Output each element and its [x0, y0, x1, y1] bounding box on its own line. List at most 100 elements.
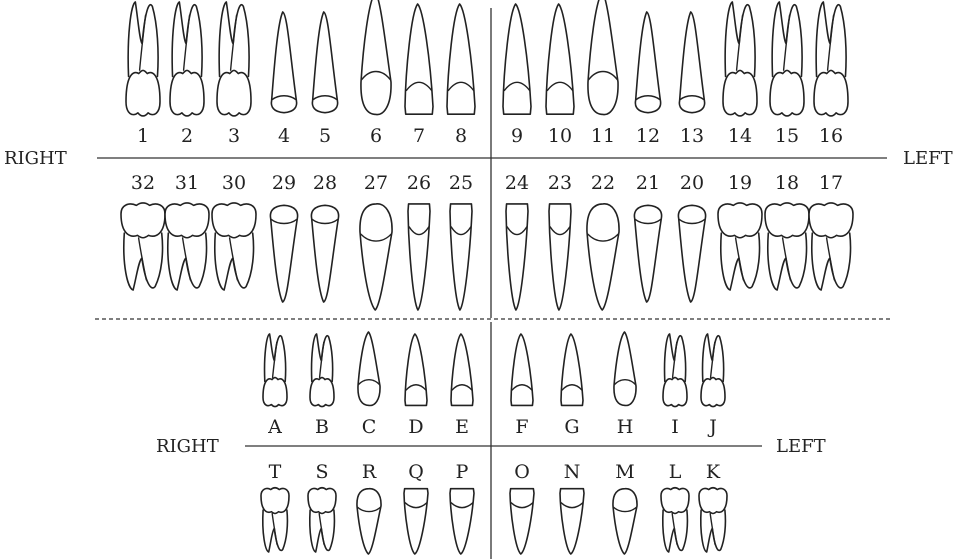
- tooth-C: [358, 332, 380, 405]
- primary-lower-arch: TSRQPONMLK: [261, 461, 727, 554]
- tooth-J: [701, 334, 725, 407]
- tooth-letter-L: L: [669, 461, 682, 483]
- tooth-O: [510, 489, 534, 554]
- tooth-Q: [404, 489, 428, 554]
- tooth-17: [809, 203, 853, 290]
- primary-right-label: RIGHT: [156, 436, 219, 457]
- tooth-23-outline: [549, 204, 571, 310]
- tooth-24: [506, 204, 528, 310]
- tooth-15: [770, 2, 804, 116]
- tooth-27: [360, 204, 392, 310]
- tooth-11: [588, 0, 618, 114]
- tooth-7-outline: [405, 4, 433, 114]
- tooth-G: [561, 334, 583, 405]
- tooth-6: [361, 0, 391, 114]
- tooth-J-crown: [701, 378, 725, 407]
- tooth-number-24: 24: [505, 172, 529, 194]
- tooth-letter-R: R: [362, 461, 377, 483]
- tooth-number-32: 32: [131, 172, 155, 194]
- tooth-M-outline: [613, 489, 637, 554]
- tooth-Q-outline: [404, 489, 428, 554]
- tooth-number-25: 25: [449, 172, 473, 194]
- primary-upper-arch: ABCDEFGHIJ: [263, 332, 725, 438]
- tooth-20-outline: [678, 205, 705, 302]
- tooth-10-outline: [546, 4, 574, 114]
- tooth-S-crown: [308, 488, 336, 514]
- tooth-number-28: 28: [313, 172, 337, 194]
- tooth-19-crown: [718, 203, 762, 238]
- tooth-20: [678, 205, 705, 302]
- tooth-number-15: 15: [775, 125, 799, 147]
- tooth-O-outline: [510, 489, 534, 554]
- tooth-letter-K: K: [706, 461, 721, 483]
- tooth-letter-Q: Q: [408, 461, 424, 483]
- tooth-number-5: 5: [319, 125, 331, 147]
- tooth-number-7: 7: [413, 125, 425, 147]
- tooth-C-outline: [358, 332, 380, 405]
- tooth-30-crown: [212, 203, 256, 238]
- tooth-N-outline: [560, 489, 584, 554]
- tooth-K-crown: [699, 488, 727, 514]
- tooth-number-26: 26: [407, 172, 431, 194]
- tooth-19: [718, 203, 762, 290]
- tooth-letter-C: C: [362, 416, 377, 438]
- tooth-6-outline: [361, 0, 391, 114]
- tooth-M: [613, 489, 637, 554]
- tooth-4: [271, 12, 296, 113]
- tooth-I: [663, 334, 687, 407]
- tooth-N: [560, 489, 584, 554]
- tooth-number-22: 22: [591, 172, 615, 194]
- tooth-5: [312, 12, 337, 113]
- tooth-letter-T: T: [269, 461, 282, 483]
- tooth-E: [451, 334, 473, 405]
- tooth-number-8: 8: [455, 125, 467, 147]
- tooth-G-outline: [561, 334, 583, 405]
- tooth-8: [447, 4, 475, 114]
- permanent-right-label: RIGHT: [4, 148, 67, 169]
- tooth-23: [549, 204, 571, 310]
- tooth-28: [311, 205, 338, 302]
- tooth-1-crown: [126, 70, 160, 116]
- tooth-number-20: 20: [680, 172, 704, 194]
- tooth-31: [165, 203, 209, 290]
- tooth-3-crown: [217, 70, 251, 116]
- permanent-left-label: LEFT: [903, 148, 953, 169]
- tooth-9: [503, 4, 531, 114]
- tooth-7: [405, 4, 433, 114]
- tooth-number-1: 1: [137, 125, 149, 147]
- tooth-28-outline: [311, 205, 338, 302]
- tooth-25-outline: [450, 204, 472, 310]
- tooth-number-21: 21: [636, 172, 660, 194]
- tooth-number-11: 11: [591, 125, 615, 147]
- tooth-number-6: 6: [370, 125, 382, 147]
- tooth-number-3: 3: [228, 125, 240, 147]
- tooth-letter-E: E: [455, 416, 469, 438]
- tooth-14-crown: [723, 70, 757, 116]
- tooth-13: [679, 12, 704, 113]
- permanent-lower-arch: 32313029282726252423222120191817: [121, 172, 853, 310]
- primary-dentition-section: RIGHT LEFT ABCDEFGHIJ TSRQPONMLK: [156, 322, 826, 559]
- tooth-30: [212, 203, 256, 290]
- tooth-29-outline: [270, 205, 297, 302]
- tooth-number-2: 2: [181, 125, 193, 147]
- tooth-R: [357, 489, 381, 554]
- tooth-3: [217, 2, 251, 116]
- tooth-16-crown: [814, 70, 848, 116]
- tooth-letter-P: P: [456, 461, 469, 483]
- tooth-number-12: 12: [636, 125, 660, 147]
- tooth-25: [450, 204, 472, 310]
- tooth-9-outline: [503, 4, 531, 114]
- tooth-F-outline: [511, 334, 533, 405]
- tooth-L: [661, 488, 689, 552]
- tooth-32: [121, 203, 165, 290]
- tooth-16: [814, 2, 848, 116]
- tooth-letter-G: G: [564, 416, 579, 438]
- tooth-A-crown: [263, 378, 287, 407]
- tooth-number-9: 9: [511, 125, 523, 147]
- tooth-letter-M: M: [615, 461, 634, 483]
- tooth-T: [261, 488, 289, 552]
- tooth-letter-J: J: [707, 416, 717, 438]
- tooth-21: [634, 205, 661, 302]
